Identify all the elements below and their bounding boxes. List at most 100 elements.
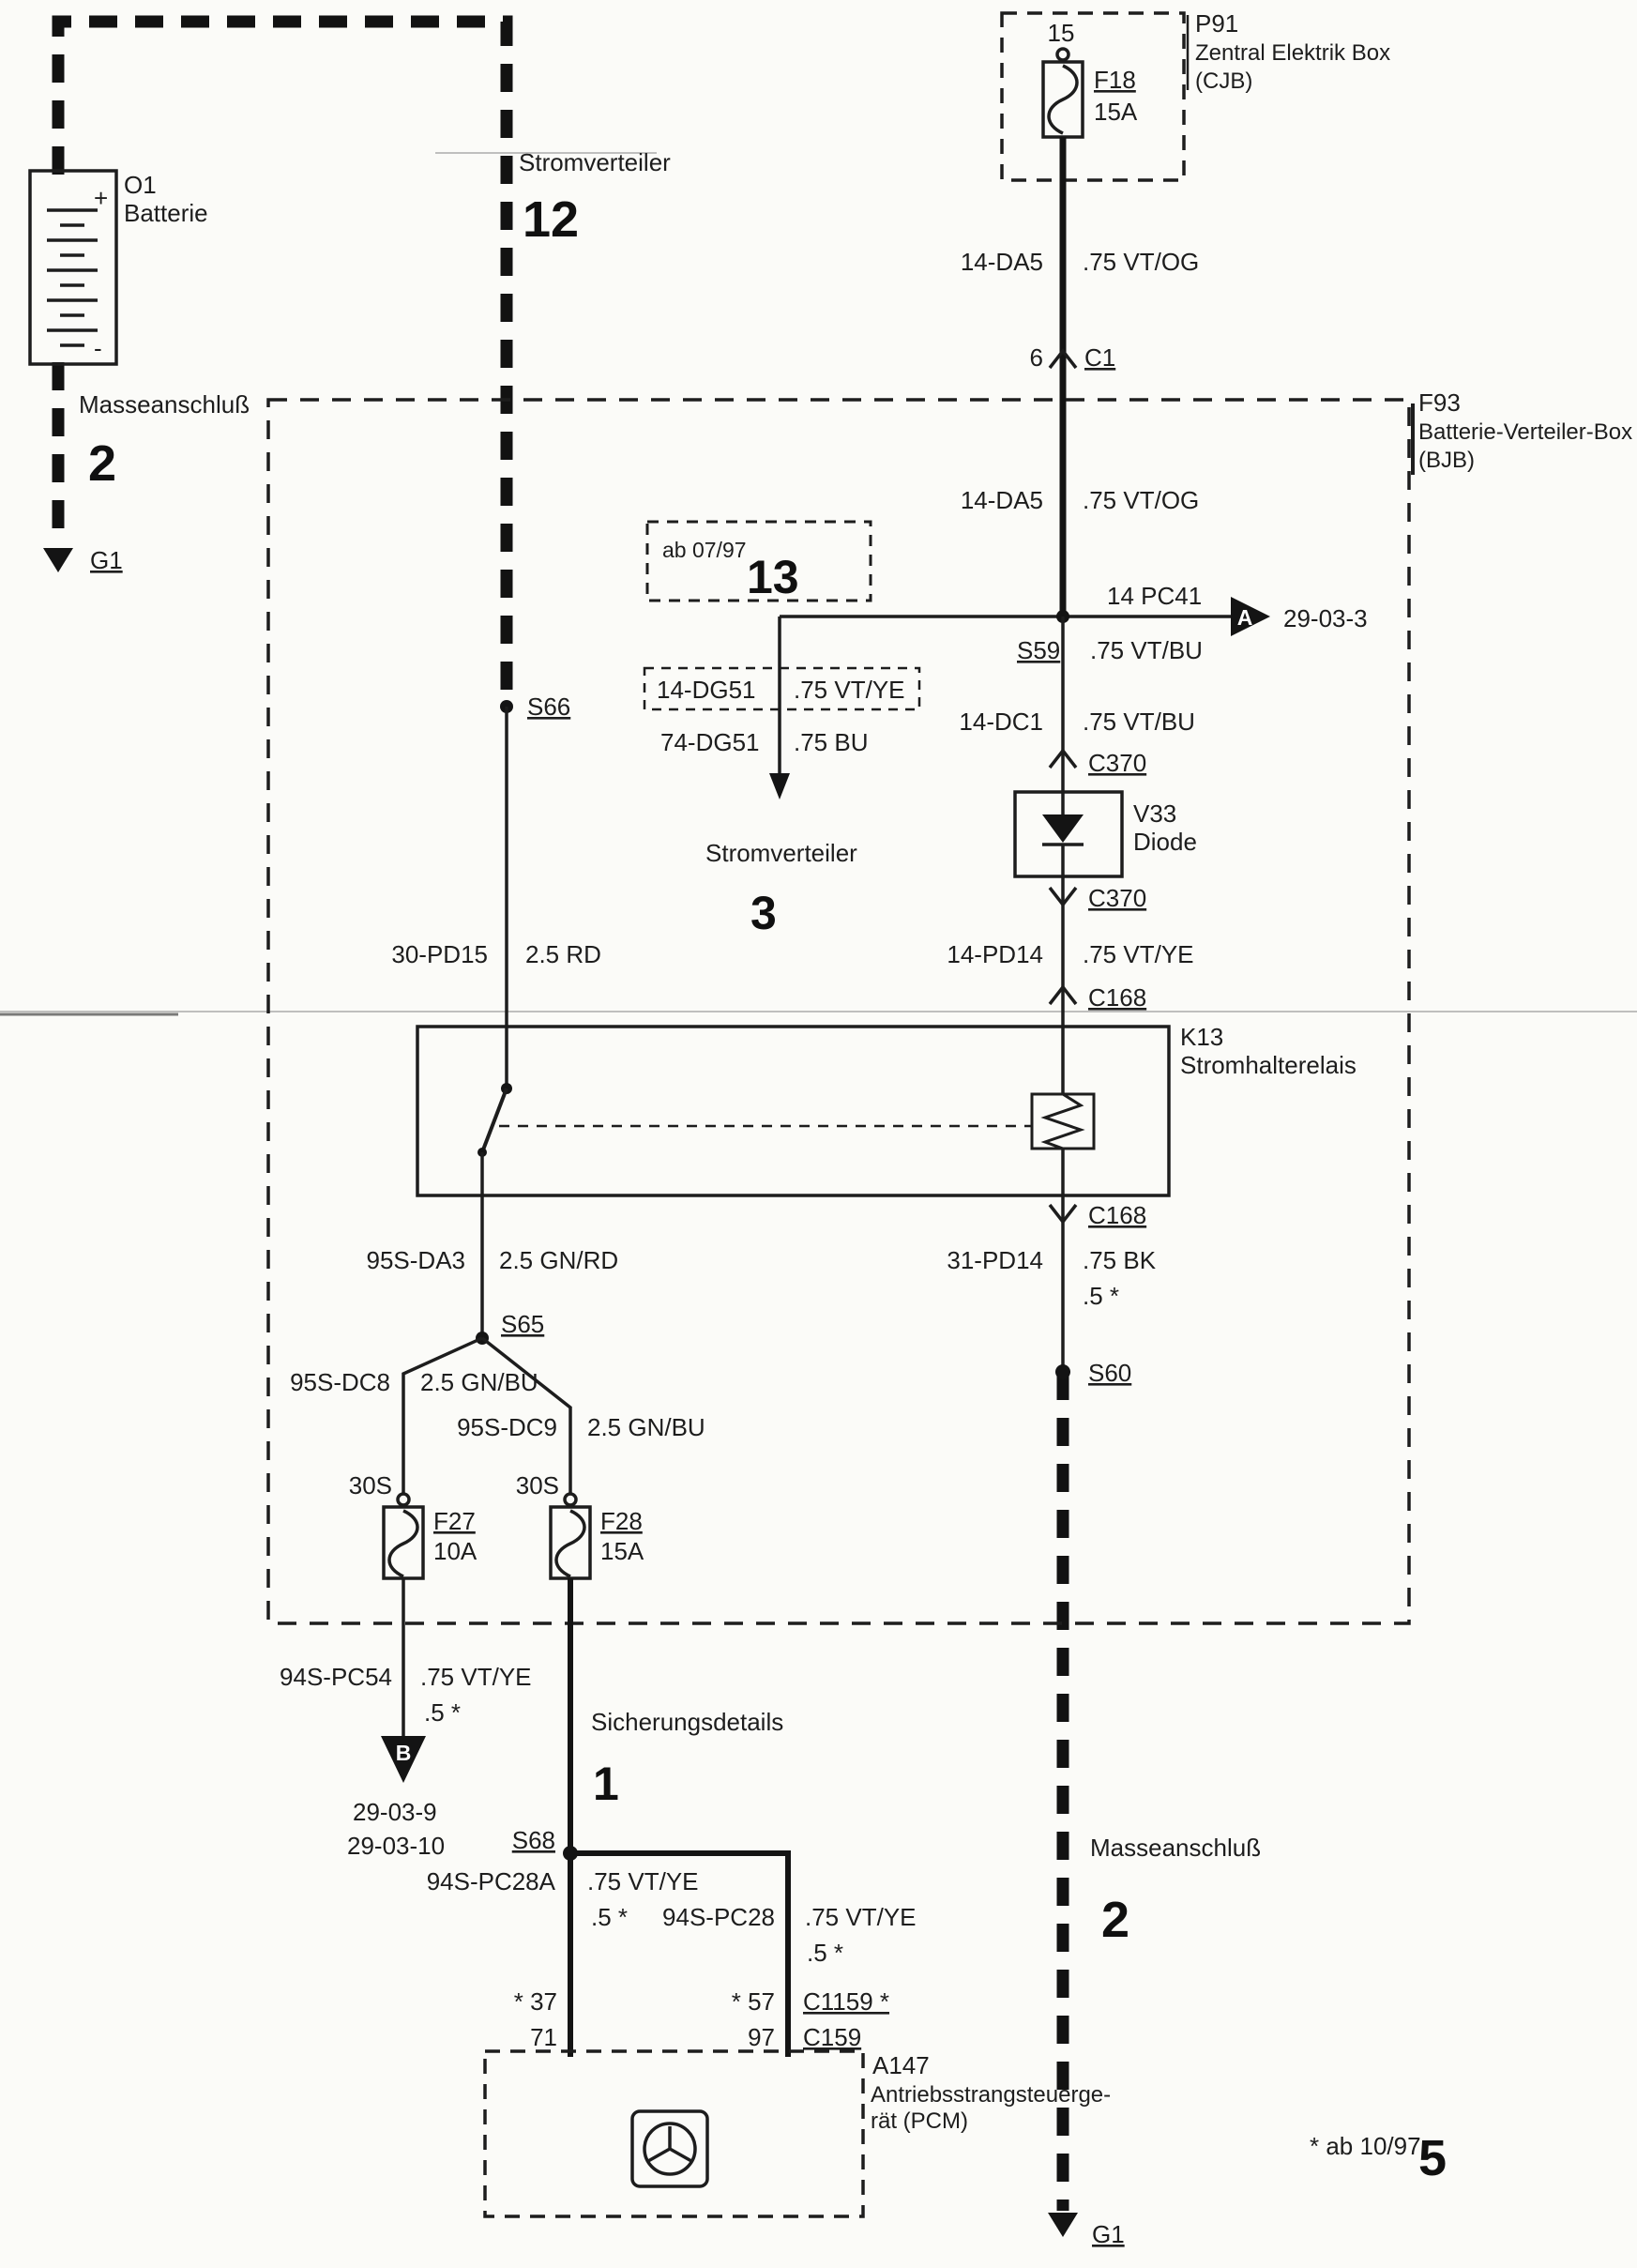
fuse-f18-element-icon — [1047, 64, 1079, 135]
wire-14dc1-spec-label: .75 VT/BU — [1083, 708, 1195, 736]
wire-74dg51-arrowhead-icon — [769, 773, 790, 799]
wire-30pd15-spec-label: 2.5 RD — [525, 940, 601, 968]
battery-id-label: O1 — [124, 171, 157, 199]
cjb-pin-label: 15 — [1048, 19, 1075, 47]
ground-left-label: Masseanschluß — [79, 390, 250, 419]
offpage-arrow-b-letter: B — [396, 1741, 412, 1765]
wire-74dg51-spec-label: .75 BU — [794, 728, 869, 756]
wire-95sda3-circuit-label: 95S-DA3 — [367, 1246, 466, 1274]
splice-s59-label: S59 — [1017, 636, 1060, 664]
power-dist-12-number: 12 — [523, 191, 579, 248]
battery-name-label: Batterie — [124, 199, 208, 227]
fuse-f27-rating-label: 10A — [433, 1537, 477, 1565]
cjb-name-label: Zentral Elektrik Box — [1195, 40, 1390, 66]
splice-s65-label: S65 — [501, 1310, 544, 1338]
wire-14pd14-circuit-label: 14-PD14 — [947, 940, 1043, 968]
power-dist-12-label: Stromverteiler — [519, 148, 671, 176]
battery-plus-sign: + — [94, 184, 108, 212]
wire-30pd15-circuit-label: 30-PD15 — [391, 940, 488, 968]
pcm-outline — [483, 2049, 865, 2218]
power-dist-3-number: 3 — [750, 887, 777, 939]
wire-14dc1-circuit-label: 14-DC1 — [959, 708, 1043, 736]
diode-v33: V33 Diode — [1013, 790, 1197, 878]
variant-box-13-date: ab 07/97 — [662, 538, 747, 562]
wire-31pd14-spec2-label: .5 * — [1083, 1282, 1119, 1310]
diode-v33-id-label: V33 — [1133, 799, 1176, 828]
bjb-outline — [266, 398, 1411, 1625]
wire-14dg51-labelbox — [643, 666, 921, 711]
wire-31pd14-circuit-label: 31-PD14 — [947, 1246, 1043, 1274]
pcm-name1-label: Antriebsstrangsteuerge- — [871, 2082, 1111, 2108]
wire-94spc54-circuit-label: 94S-PC54 — [280, 1663, 392, 1691]
variant-box-13-number: 13 — [747, 551, 799, 603]
connector-c370a-label: C370 — [1088, 749, 1146, 777]
connector-c168b-icon — [1048, 1203, 1078, 1225]
fuse-details-number: 1 — [593, 1758, 619, 1810]
wire-95sdc9 — [480, 1336, 572, 1494]
wire-14dg51-spec-label: .75 VT/YE — [794, 676, 905, 704]
wire-94spc54-spec2-label: .5 * — [424, 1698, 461, 1727]
cjb-outline — [1000, 11, 1186, 182]
fuse-f27-pin-icon — [396, 1492, 411, 1507]
connector-c168b-label: C168 — [1088, 1201, 1146, 1229]
cjb-name2-label: (CJB) — [1195, 68, 1252, 94]
footnote-number: 5 — [1418, 2130, 1447, 2186]
pcm-box: A147 Antriebsstrangsteuerge- rät (PCM) — [483, 2049, 1111, 2218]
splice-s60-label: S60 — [1088, 1359, 1131, 1387]
connector-c1159-label: C1159 * — [803, 1987, 889, 2016]
splice-s66-label: S66 — [527, 693, 570, 721]
offpage-arrow-a-ref: 29-03-3 — [1283, 604, 1368, 632]
ground-right-id-label: G1 — [1092, 2220, 1125, 2248]
wire-94spc54-spec-label: .75 VT/YE — [420, 1663, 532, 1691]
wire-14da5-circuit-label: 14-DA5 — [961, 248, 1043, 276]
wire-94spc28-circuit-label: 94S-PC28 — [662, 1903, 775, 1931]
fuse-f28-pin-icon — [563, 1492, 578, 1507]
relay-contact-blade-icon — [480, 1088, 508, 1153]
pcm-pin-57-label: * 57 — [732, 1987, 775, 2016]
connector-c1-icon — [1048, 348, 1078, 370]
ground-right-label: Masseanschluß — [1090, 1834, 1261, 1862]
wire-95sdc9-circuit-label: 95S-DC9 — [457, 1413, 557, 1441]
connector-c370b-label: C370 — [1088, 884, 1146, 912]
relay-coil-outline — [1030, 1092, 1096, 1150]
pcm-pin-37-label: * 37 — [514, 1987, 557, 2016]
offpage-arrow-b-icon — [381, 1736, 426, 1783]
wire-94spc28-spec2-label: .5 * — [807, 1939, 843, 1967]
relay-k13-outline — [416, 1025, 1171, 1197]
pcm-name2-label: rät (PCM) — [871, 2108, 968, 2134]
fuse-f27-id-label: F27 — [433, 1507, 476, 1535]
offpage-arrow-a-icon — [1231, 597, 1270, 636]
connector-c1-pin-label: 6 — [1030, 343, 1043, 372]
wire-74dg51-circuit-label: 74-DG51 — [660, 728, 760, 756]
wire-14pc41-spec-label: .75 VT/BU — [1090, 636, 1203, 664]
variant-box-13-outline — [645, 520, 872, 602]
relay-coil-winding-icon — [1040, 1092, 1085, 1150]
relay-k13-name-label: Stromhalterelais — [1180, 1051, 1357, 1079]
bjb-name-label: Batterie-Verteiler-Box — [1418, 419, 1632, 445]
pcm-pin-97-label: 97 — [748, 2023, 775, 2051]
ground-left-id-label: G1 — [90, 546, 123, 574]
footnote-text: * ab 10/97 — [1310, 2132, 1421, 2160]
offpage-arrow-a-letter: A — [1237, 605, 1253, 630]
fuse-f18-pin-icon — [1055, 47, 1070, 62]
diode-symbol-icon — [1042, 814, 1084, 843]
wire-95sda3-spec-label: 2.5 GN/RD — [499, 1246, 618, 1274]
battery-component: + - O1 Batterie — [28, 169, 208, 366]
battery-outline — [28, 169, 118, 366]
fuse-f28-rating-label: 15A — [600, 1537, 644, 1565]
pcm-module-icon — [630, 2109, 709, 2188]
fuse-f28-pin-label: 30S — [516, 1471, 559, 1499]
offpage-arrow-b-ref1: 29-03-9 — [353, 1798, 437, 1826]
wire-14da5b-circuit-label: 14-DA5 — [961, 486, 1043, 514]
relay-k13: K13 Stromhalterelais — [416, 1023, 1357, 1197]
wire-14da5-spec-label: .75 VT/OG — [1083, 248, 1199, 276]
fuse-f28: F28 15A — [549, 1505, 644, 1580]
power-dist-3-label: Stromverteiler — [705, 839, 857, 867]
wire-94spc28a-spec2-label: .5 * — [591, 1903, 628, 1931]
battery-plates-icon — [47, 208, 98, 347]
pcm-pin-71-label: 71 — [530, 2023, 557, 2051]
ground-left-number: 2 — [88, 435, 116, 492]
fuse-f28-element-icon — [554, 1509, 586, 1578]
offpage-arrow-b-ref2: 29-03-10 — [347, 1832, 445, 1860]
